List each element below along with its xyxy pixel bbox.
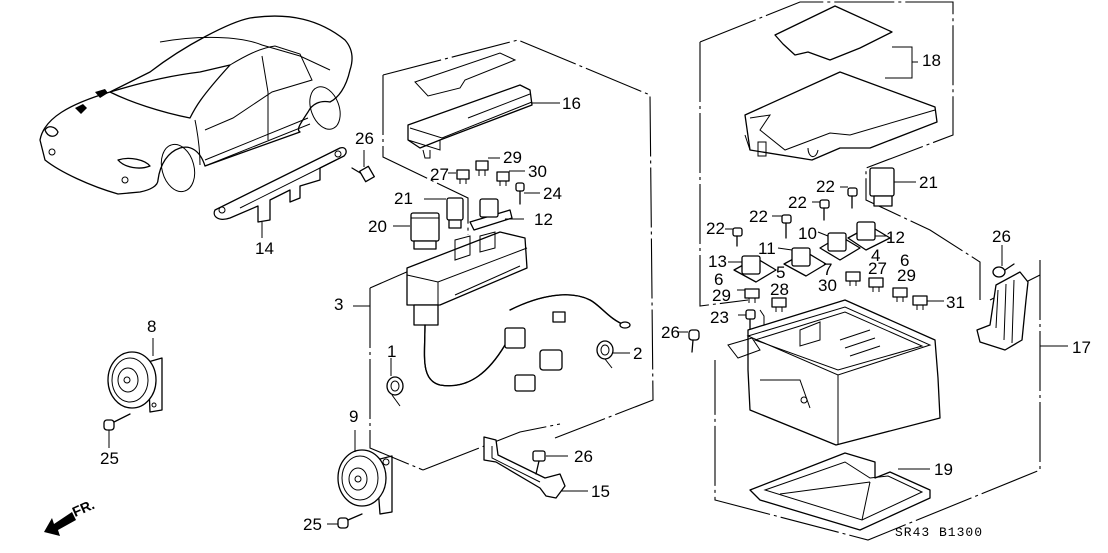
relay-20 bbox=[393, 212, 440, 250]
fuse-29a bbox=[475, 157, 500, 176]
relay-21b bbox=[869, 167, 916, 207]
main-fuse-box-17 bbox=[727, 299, 941, 446]
bolt-26b bbox=[532, 450, 568, 475]
fuse-block-10 bbox=[817, 231, 861, 261]
bracket-15 bbox=[483, 436, 566, 499]
bolt-23 bbox=[738, 309, 765, 335]
horn-9 bbox=[337, 430, 393, 515]
fuse-block-11 bbox=[777, 247, 827, 277]
screw-24 bbox=[515, 182, 540, 205]
callout-1: 1 bbox=[387, 342, 397, 361]
callout-7: 7 bbox=[823, 260, 833, 279]
sub-harness-fuse-box-3 bbox=[406, 231, 528, 326]
callout-26: 26 bbox=[661, 323, 680, 342]
callout-28: 28 bbox=[770, 280, 789, 299]
callout-15: 15 bbox=[591, 482, 610, 501]
callout-26: 26 bbox=[574, 447, 593, 466]
fuse-27b bbox=[868, 277, 884, 292]
callout-8: 8 bbox=[147, 317, 157, 336]
bolt-22c bbox=[772, 214, 792, 239]
callout-20: 20 bbox=[368, 217, 387, 236]
callout-11: 11 bbox=[758, 239, 776, 258]
callout-26: 26 bbox=[355, 129, 374, 148]
callout-12: 12 bbox=[886, 228, 905, 247]
bolt-25b bbox=[327, 513, 363, 529]
lower-cover-19 bbox=[749, 452, 931, 531]
fuse-block-12b bbox=[847, 221, 891, 251]
callout-17: 17 bbox=[1072, 338, 1091, 357]
car-illustration bbox=[39, 15, 353, 195]
bracket-17 bbox=[976, 271, 1029, 351]
callout-6: 6 bbox=[900, 251, 910, 270]
callout-5: 5 bbox=[776, 263, 786, 282]
bolt-26c bbox=[678, 329, 700, 353]
callout-23: 23 bbox=[710, 308, 729, 327]
callout-14: 14 bbox=[255, 239, 274, 258]
callout-29: 29 bbox=[897, 266, 916, 285]
fuse-29b bbox=[737, 288, 760, 303]
callout-19: 19 bbox=[934, 460, 953, 479]
callout-29: 29 bbox=[503, 148, 522, 167]
callout-6: 6 bbox=[714, 270, 724, 289]
callout-31: 31 bbox=[946, 293, 965, 312]
horn-8 bbox=[107, 338, 163, 413]
bolt-22b bbox=[812, 199, 830, 221]
callout-27: 27 bbox=[430, 165, 449, 184]
callout-21: 21 bbox=[919, 173, 938, 192]
callout-22: 22 bbox=[749, 207, 768, 226]
fuse-30b bbox=[845, 271, 861, 286]
callout-2: 2 bbox=[633, 344, 643, 363]
bolt-25a bbox=[103, 413, 131, 448]
callout-25: 25 bbox=[100, 449, 119, 468]
callout-18: 18 bbox=[922, 51, 941, 70]
clip-2 bbox=[596, 340, 630, 369]
fuse-box-cover-16 bbox=[407, 52, 560, 159]
bracket-14 bbox=[213, 146, 347, 223]
callout-26: 26 bbox=[992, 227, 1011, 246]
callout-4: 4 bbox=[871, 246, 881, 265]
callout-30: 30 bbox=[818, 276, 837, 295]
callout-13: 13 bbox=[708, 252, 727, 271]
front-direction-arrow bbox=[44, 512, 76, 536]
wire-harness bbox=[423, 294, 631, 392]
diagram-code: SR43 B1300 bbox=[895, 525, 984, 540]
callout-30: 30 bbox=[528, 162, 547, 181]
relay-12a bbox=[469, 198, 524, 231]
fuse-30a bbox=[496, 170, 525, 186]
bolt-22d bbox=[725, 227, 743, 247]
bolt-22a bbox=[840, 186, 858, 209]
callout-3: 3 bbox=[334, 295, 344, 314]
fuse-29c bbox=[892, 287, 908, 302]
bolt-26a bbox=[351, 150, 375, 183]
callout-24: 24 bbox=[543, 184, 562, 203]
callout-22: 22 bbox=[816, 177, 835, 196]
fuse-27a bbox=[448, 169, 470, 184]
callout-27: 27 bbox=[868, 259, 887, 278]
fuse-block-13 bbox=[728, 255, 777, 283]
callout-12: 12 bbox=[534, 210, 553, 229]
bolt-26d bbox=[992, 245, 1015, 278]
relay-21a bbox=[424, 197, 464, 229]
callout-22: 22 bbox=[788, 193, 807, 212]
callout-10: 10 bbox=[798, 224, 817, 243]
clip-1 bbox=[386, 358, 404, 407]
callout-9: 9 bbox=[349, 407, 359, 426]
callout-21: 21 bbox=[394, 189, 413, 208]
callout-22: 22 bbox=[706, 219, 725, 238]
callout-16: 16 bbox=[562, 94, 581, 113]
fuse-31 bbox=[912, 295, 944, 310]
center-group-outline bbox=[369, 39, 654, 471]
main-fuse-box-cover-18 bbox=[744, 5, 938, 161]
callout-25: 25 bbox=[303, 515, 322, 534]
fuse-28 bbox=[771, 297, 787, 312]
callout-29: 29 bbox=[712, 286, 731, 305]
